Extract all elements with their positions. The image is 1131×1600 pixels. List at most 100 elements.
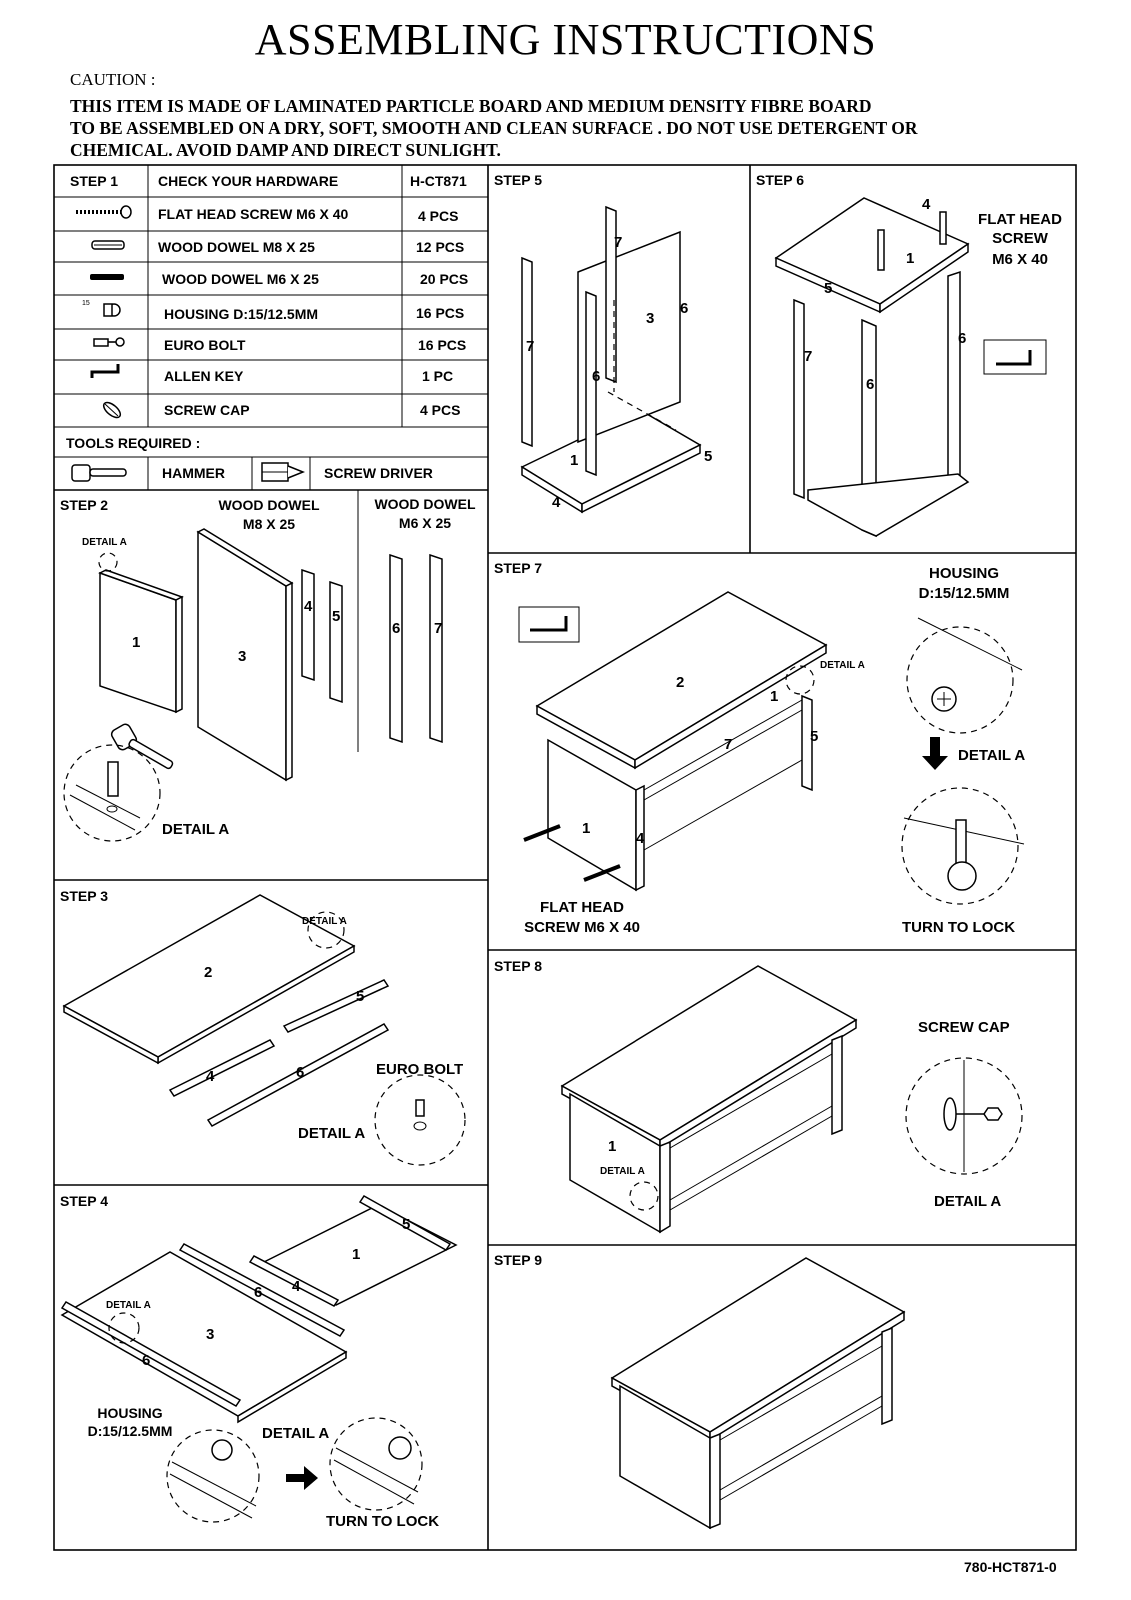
part-number: 4	[304, 598, 313, 615]
hardware-item-qty: 20 PCS	[420, 271, 469, 287]
screw-icon	[76, 205, 132, 219]
part-number: 7	[724, 736, 733, 753]
part-number: 5	[402, 1216, 411, 1233]
step8-label: STEP 8	[494, 958, 542, 974]
part-number: 4	[292, 1278, 301, 1295]
step4-label: STEP 4	[60, 1193, 108, 1209]
hardware-model: H-CT871	[410, 173, 467, 189]
part-number: 7	[804, 348, 813, 365]
step1-label: STEP 1	[70, 173, 118, 189]
screw-cap-icon	[102, 401, 122, 419]
caution-line-2: TO BE ASSEMBLED ON A DRY, SOFT, SMOOTH A…	[70, 118, 918, 138]
part-number: 6	[296, 1064, 305, 1081]
part-number: 4	[922, 196, 931, 213]
dowel-m6-size: M6 X 25	[398, 515, 452, 531]
part-number: 4	[206, 1068, 215, 1085]
step2-label: STEP 2	[60, 497, 108, 513]
detail-a-small: DETAIL A	[82, 537, 127, 548]
hardware-item-name: WOOD DOWEL M6 X 25	[162, 271, 319, 287]
detail-a-label: DETAIL A	[262, 1425, 330, 1442]
part-number: 7	[526, 338, 535, 355]
part-number: 5	[704, 448, 713, 465]
detail-a-small: DETAIL A	[106, 1300, 151, 1311]
part-number: 6	[142, 1352, 151, 1369]
part-number: 1	[352, 1246, 361, 1263]
hardware-item-name: SCREW CAP	[164, 402, 250, 418]
part-number: 6	[592, 368, 601, 385]
part-number: 3	[238, 648, 247, 665]
part-number: 6	[866, 376, 875, 393]
caution-label: CAUTION :	[70, 70, 156, 89]
flat-head-screw-size: M6 X 40	[992, 251, 1048, 268]
screwdriver-icon	[261, 462, 306, 482]
part-number: 6	[392, 620, 401, 637]
caution-line-1: THIS ITEM IS MADE OF LAMINATED PARTICLE …	[70, 96, 872, 116]
part-number: 1	[582, 820, 591, 837]
tool-screwdriver-label: SCREW DRIVER	[324, 465, 433, 481]
housing-size: D:15/12.5MM	[87, 1423, 173, 1439]
euro-bolt-label: EURO BOLT	[376, 1061, 464, 1078]
hardware-item-qty: 16 PCS	[418, 337, 467, 353]
dowel-m6-label: WOOD DOWEL	[374, 496, 476, 512]
step7-label: STEP 7	[494, 560, 542, 576]
hardware-item-qty: 4 PCS	[418, 208, 459, 224]
detail-a-small: DETAIL A	[820, 660, 865, 671]
footer-code: 780-HCT871-0	[964, 1559, 1057, 1575]
part-number: 3	[206, 1326, 215, 1343]
part-number: 1	[770, 688, 779, 705]
part-number: 7	[434, 620, 443, 637]
allen-key-icon	[90, 364, 120, 378]
flat-head-screw-label-2: SCREW	[992, 230, 1048, 247]
dowel-m8-size: M8 X 25	[242, 516, 296, 532]
detail-a-label: DETAIL A	[958, 747, 1026, 764]
housing-size: D:15/12.5MM	[918, 585, 1010, 602]
hardware-item-qty: 4 PCS	[420, 402, 461, 418]
step3-label: STEP 3	[60, 888, 108, 904]
svg-text:15: 15	[82, 300, 90, 307]
part-number: 1	[608, 1138, 617, 1155]
housing-icon: 15	[82, 300, 121, 317]
tool-hammer-label: HAMMER	[162, 465, 225, 481]
hardware-item-name: HOUSING D:15/12.5MM	[164, 306, 319, 322]
step5-label: STEP 5	[494, 172, 542, 188]
part-number: 2	[204, 964, 213, 981]
hardware-item-qty: 12 PCS	[416, 239, 465, 255]
euro-bolt-icon	[93, 337, 125, 347]
hardware-item-name: EURO BOLT	[164, 337, 246, 353]
hardware-item-qty: 1 PC	[422, 368, 454, 384]
part-number: 1	[906, 250, 915, 267]
part-number: 5	[356, 988, 365, 1005]
outer-frame	[53, 164, 1077, 1551]
part-number: 4	[552, 494, 561, 511]
hardware-header: CHECK YOUR HARDWARE	[158, 173, 339, 189]
dowel-large-icon	[91, 240, 125, 250]
tools-required-label: TOOLS REQUIRED :	[66, 435, 201, 451]
hardware-item-name: ALLEN KEY	[164, 368, 244, 384]
hardware-item-qty: 16 PCS	[416, 305, 465, 321]
allen-key-box-step7	[518, 606, 580, 643]
part-number: 1	[570, 452, 579, 469]
detail-a-small: DETAIL A	[302, 916, 347, 927]
turn-to-lock-label: TURN TO LOCK	[326, 1513, 440, 1530]
flat-head-screw-label: FLAT HEAD	[978, 211, 1062, 228]
hardware-item-name: FLAT HEAD SCREW M6 X 40	[158, 206, 349, 222]
detail-a-label: DETAIL A	[162, 821, 230, 838]
part-number: 2	[676, 674, 685, 691]
caution-line-3: CHEMICAL. AVOID DAMP AND DIRECT SUNLIGHT…	[70, 140, 501, 160]
part-number: 6	[680, 300, 689, 317]
part-number: 7	[614, 234, 623, 251]
screw-cap-label: SCREW CAP	[918, 1019, 1010, 1036]
flat-head-screw-label: FLAT HEAD	[540, 899, 624, 916]
detail-a-label: DETAIL A	[934, 1193, 1002, 1210]
dowel-m8-label: WOOD DOWEL	[218, 497, 320, 513]
part-number: 5	[810, 728, 819, 745]
detail-a-label: DETAIL A	[298, 1125, 366, 1142]
part-number: 1	[132, 634, 141, 651]
hardware-item-name: WOOD DOWEL M8 X 25	[158, 239, 315, 255]
detail-a-small: DETAIL A	[600, 1166, 645, 1177]
flat-head-screw-size: SCREW M6 X 40	[524, 919, 640, 936]
page-title: ASSEMBLING INSTRUCTIONS	[254, 15, 877, 64]
hammer-icon	[71, 464, 127, 482]
housing-label: HOUSING	[97, 1405, 163, 1421]
